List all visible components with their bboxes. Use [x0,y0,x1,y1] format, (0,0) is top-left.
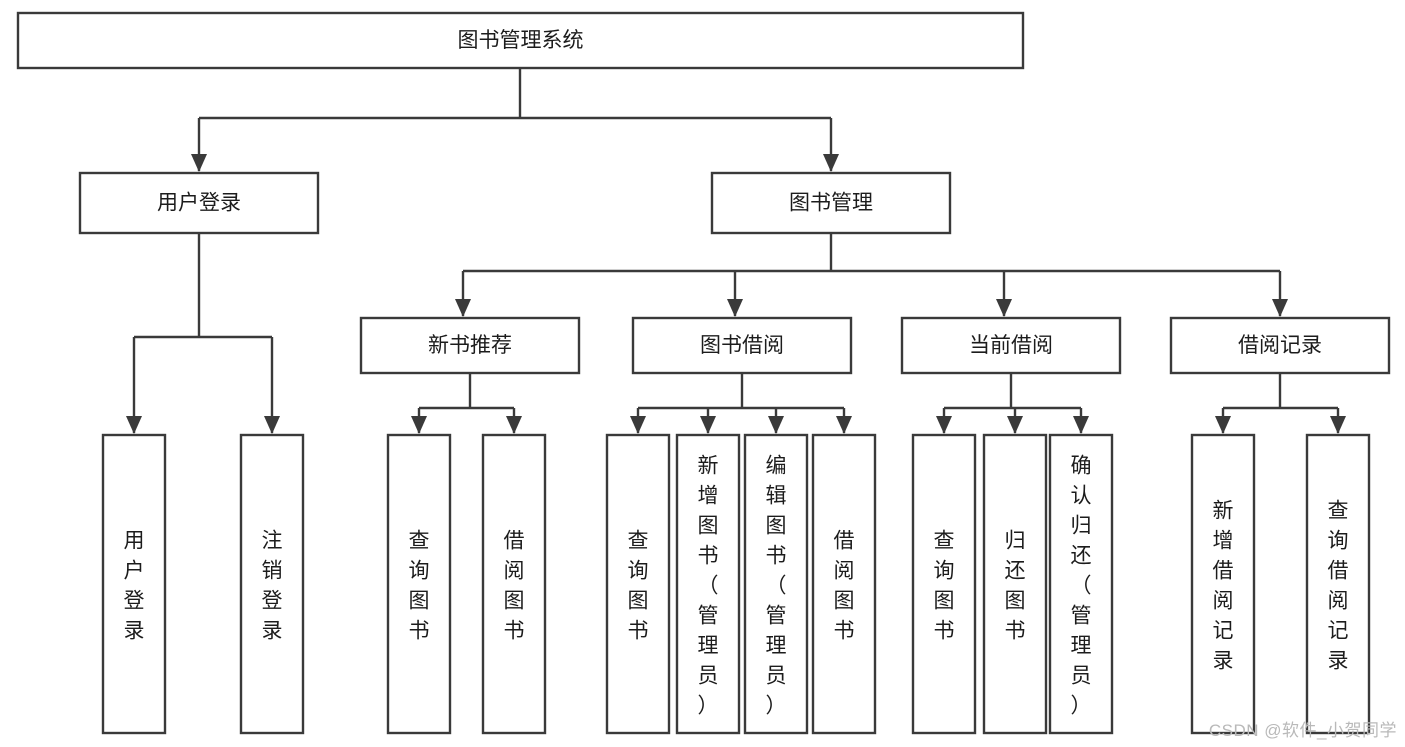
arrow-head-icon [727,299,743,317]
connector-currentborrow-to-leaves [936,373,1089,434]
node-box-leaf-add-record[interactable] [1190,433,1256,735]
arrow-head-icon [191,154,207,172]
connector-newbook-to-leaves [411,373,522,434]
arrow-head-icon [455,299,471,317]
node-leaf-query-book-rec[interactable]: 查询图书 [386,433,452,735]
node-box-book-borrow[interactable] [631,316,853,375]
node-box-leaf-return-book[interactable] [982,433,1048,735]
node-book-manage[interactable]: 图书管理 [710,171,952,235]
node-box-new-book-rec[interactable] [359,316,581,375]
node-label-leaf-query-book-rec: 查询图书 [409,529,430,642]
node-label-leaf-query-record: 查询借阅记录 [1328,499,1349,672]
node-box-current-borrow[interactable] [900,316,1122,375]
node-label-leaf-borrow-book: 借阅图书 [834,529,855,642]
arrow-head-icon [126,416,142,434]
arrow-head-icon [700,416,716,434]
node-book-borrow[interactable]: 图书借阅 [631,316,853,375]
node-leaf-confirm-return[interactable]: 确认归还（管理员） [1048,433,1114,735]
node-label-current-borrow: 当前借阅 [969,334,1053,357]
node-box-borrow-record[interactable] [1169,316,1391,375]
node-label-leaf-return-book: 归还图书 [1005,529,1026,642]
node-label-leaf-edit-book: 编辑图书（管理员） [766,454,787,717]
node-leaf-borrow-book[interactable]: 借阅图书 [811,433,877,735]
node-box-leaf-borrow-book-rec[interactable] [481,433,547,735]
node-leaf-add-record[interactable]: 新增借阅记录 [1190,433,1256,735]
arrow-head-icon [996,299,1012,317]
node-label-book-manage: 图书管理 [789,192,873,215]
arrow-head-icon [1073,416,1089,434]
connector-layer [126,68,1346,434]
node-leaf-return-book[interactable]: 归还图书 [982,433,1048,735]
connector-root-to-level1 [191,68,839,172]
node-new-book-rec[interactable]: 新书推荐 [359,316,581,375]
arrow-head-icon [836,416,852,434]
node-label-leaf-borrow-book-rec: 借阅图书 [504,529,525,642]
connector-userlogin-to-leaves [126,233,280,434]
node-label-leaf-confirm-return: 确认归还（管理员） [1071,454,1092,717]
node-leaf-add-book[interactable]: 新增图书（管理员） [675,433,741,735]
arrow-head-icon [1007,416,1023,434]
node-box-root[interactable] [16,11,1025,70]
connector-bookmanage-to-level2 [455,233,1288,317]
arrow-head-icon [264,416,280,434]
node-label-leaf-user-login: 用户登录 [124,529,145,642]
node-box-leaf-borrow-book[interactable] [811,433,877,735]
node-box-leaf-edit-book[interactable] [743,433,809,735]
node-box-leaf-user-login[interactable] [101,433,167,735]
arrow-head-icon [506,416,522,434]
node-box-leaf-query-book-cur[interactable] [911,433,977,735]
node-label-leaf-query-book: 查询图书 [628,529,649,642]
node-leaf-user-login[interactable]: 用户登录 [101,433,167,735]
node-box-user-login[interactable] [78,171,320,235]
node-leaf-query-record[interactable]: 查询借阅记录 [1305,433,1371,735]
node-box-leaf-query-record[interactable] [1305,433,1371,735]
node-label-leaf-add-record: 新增借阅记录 [1213,499,1234,672]
node-label-leaf-logout: 注销登录 [262,529,283,642]
node-box-book-manage[interactable] [710,171,952,235]
node-box-leaf-query-book[interactable] [605,433,671,735]
arrow-head-icon [768,416,784,434]
node-leaf-logout[interactable]: 注销登录 [239,433,305,735]
node-user-login[interactable]: 用户登录 [78,171,320,235]
node-label-book-borrow: 图书借阅 [700,334,784,357]
node-current-borrow[interactable]: 当前借阅 [900,316,1122,375]
node-leaf-borrow-book-rec[interactable]: 借阅图书 [481,433,547,735]
node-leaf-query-book[interactable]: 查询图书 [605,433,671,735]
node-label-borrow-record: 借阅记录 [1238,334,1322,357]
node-label-new-book-rec: 新书推荐 [428,334,512,357]
node-leaf-query-book-cur[interactable]: 查询图书 [911,433,977,735]
node-leaf-edit-book[interactable]: 编辑图书（管理员） [743,433,809,735]
arrow-head-icon [411,416,427,434]
arrow-head-icon [823,154,839,172]
node-borrow-record[interactable]: 借阅记录 [1169,316,1391,375]
arrow-head-icon [1330,416,1346,434]
node-box-leaf-query-book-rec[interactable] [386,433,452,735]
node-label-leaf-add-book: 新增图书（管理员） [698,454,719,717]
node-box-leaf-add-book[interactable] [675,433,741,735]
arrow-head-icon [630,416,646,434]
node-label-user-login: 用户登录 [157,192,241,215]
connector-bookborrow-to-leaves [630,373,852,434]
arrow-head-icon [936,416,952,434]
connector-borrowrecord-to-leaves [1215,373,1346,434]
node-label-root: 图书管理系统 [458,29,584,52]
node-root[interactable]: 图书管理系统 [16,11,1025,70]
node-box-leaf-logout[interactable] [239,433,305,735]
node-layer: 图书管理系统用户登录图书管理新书推荐图书借阅当前借阅借阅记录用户登录注销登录查询… [16,11,1391,735]
arrow-head-icon [1272,299,1288,317]
node-box-leaf-confirm-return[interactable] [1048,433,1114,735]
node-label-leaf-query-book-cur: 查询图书 [934,529,955,642]
arrow-head-icon [1215,416,1231,434]
